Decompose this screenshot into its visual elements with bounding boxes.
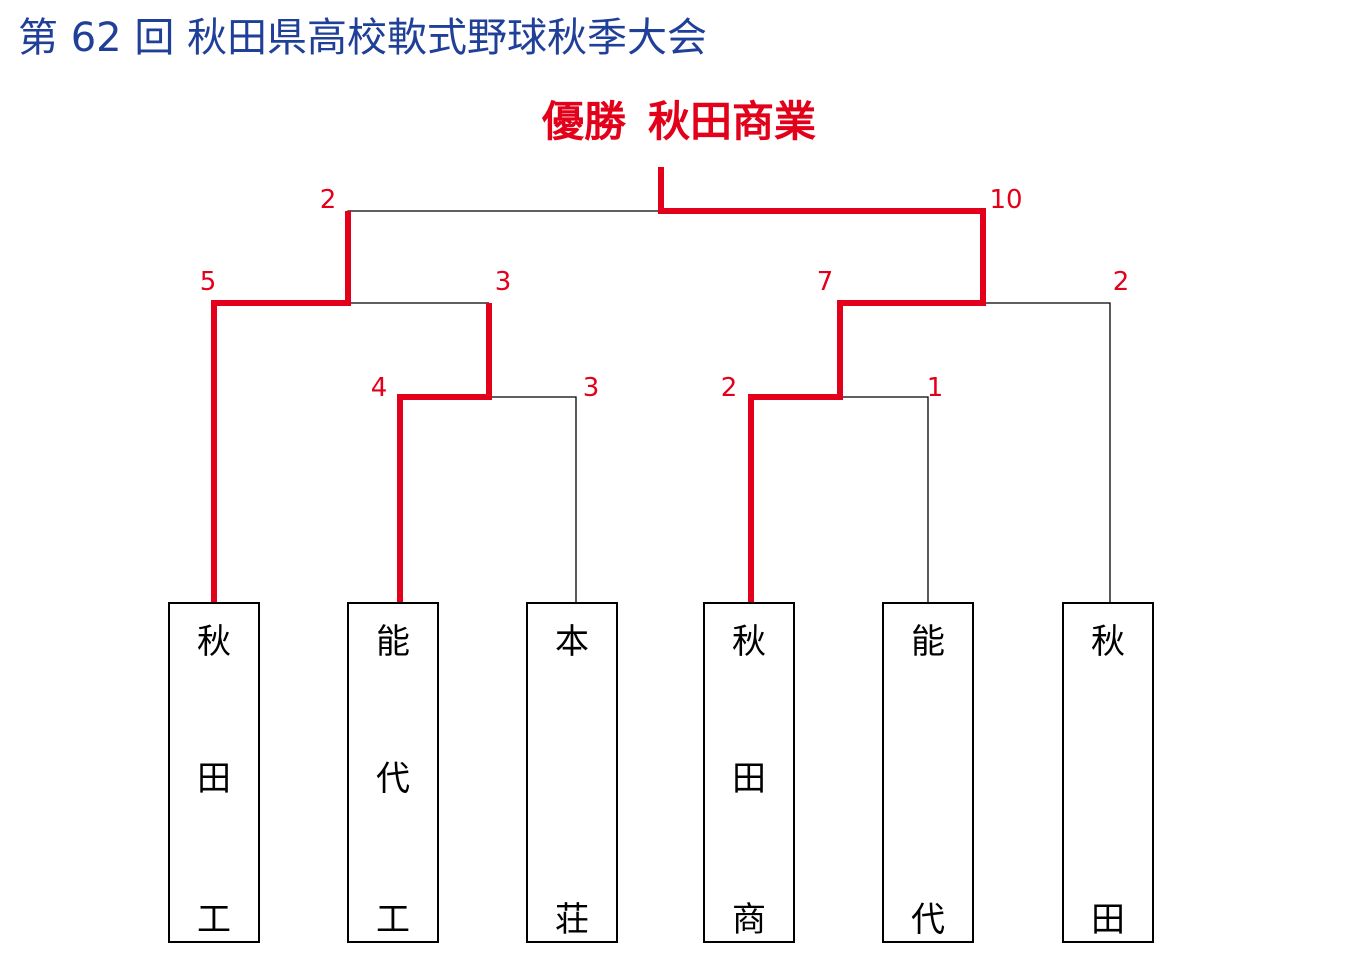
winner-path-left xyxy=(397,303,492,602)
team-name-char: 本 xyxy=(555,622,589,662)
score-r1-c: 2 xyxy=(721,373,738,403)
score-r1-d: 1 xyxy=(927,373,944,403)
team-name-char: 秋 xyxy=(1091,622,1125,662)
score-r2-a: 3 xyxy=(495,267,512,297)
team-box-noshiro: 能 代 xyxy=(882,602,974,943)
team-name-char: 秋 xyxy=(197,622,231,662)
team-name-char: 代 xyxy=(376,759,410,799)
bracket-line-r2-left xyxy=(213,302,490,602)
score-r1-b: 3 xyxy=(583,373,600,403)
winner-path-far-left xyxy=(211,211,351,602)
winning-path xyxy=(211,167,986,602)
team-name-char: 田 xyxy=(732,759,766,799)
team-box-noshiro-kogyo: 能 代 工 xyxy=(347,602,439,943)
score-r2-b: 7 xyxy=(817,267,834,297)
team-name-char: 荘 xyxy=(555,900,589,940)
champion-banner: 優勝秋田商業 xyxy=(0,90,1358,154)
score-semi-left-top: 5 xyxy=(200,267,217,297)
score-final-left: 2 xyxy=(320,185,337,215)
winner-path-champion xyxy=(658,167,986,602)
score-r1-a: 4 xyxy=(371,373,388,403)
bracket-line-r2-right xyxy=(839,302,1111,602)
page-title: 第 62 回 秋田県高校軟式野球秋季大会 xyxy=(18,15,708,61)
score-r2-c: 2 xyxy=(1113,267,1130,297)
team-name-char: 工 xyxy=(376,900,410,940)
team-name-char: 工 xyxy=(197,900,231,940)
team-name-char: 商 xyxy=(732,900,766,940)
team-name-char: 秋 xyxy=(732,622,766,662)
team-box-akita: 秋 田 xyxy=(1062,602,1154,943)
team-name-char: 代 xyxy=(911,900,945,940)
team-name-char: 能 xyxy=(376,622,410,662)
champion-label: 優勝 xyxy=(541,97,626,146)
team-name-char: 田 xyxy=(197,759,231,799)
score-labels: 4 3 2 1 5 3 7 2 2 10 xyxy=(200,185,1130,403)
team-name-char: 田 xyxy=(1091,900,1125,940)
team-name-char: 能 xyxy=(911,622,945,662)
score-final-right: 10 xyxy=(989,185,1022,215)
team-box-honjo: 本 荘 xyxy=(526,602,618,943)
champion-team: 秋田商業 xyxy=(648,97,817,146)
team-box-akita-kogyo: 秋 田 工 xyxy=(168,602,260,943)
bracket-line-r1-right xyxy=(750,396,929,602)
bracket-line-r1-left xyxy=(399,396,577,602)
bracket-line-final xyxy=(347,210,984,303)
team-box-akita-shogyo: 秋 田 商 xyxy=(703,602,795,943)
